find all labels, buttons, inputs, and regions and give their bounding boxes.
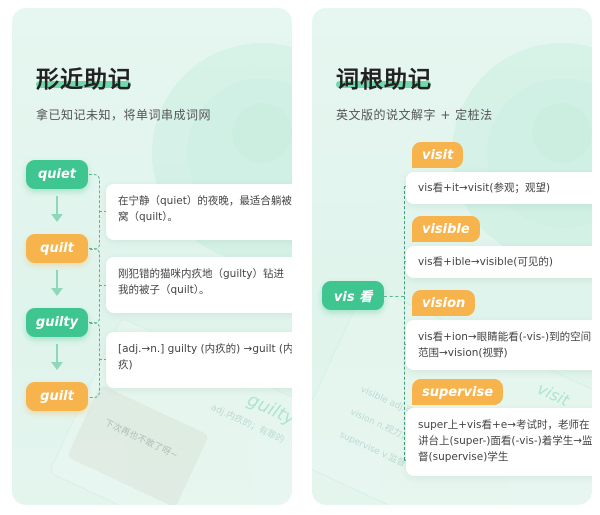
root-pill-vis[interactable]: vis 看 bbox=[322, 281, 384, 310]
connector-tick bbox=[99, 285, 107, 286]
panel-root-mnemonic: visit visible adj.可见的 vision n.视力，视野 sup… bbox=[312, 8, 592, 505]
branch-tag-vision[interactable]: vision bbox=[412, 290, 476, 316]
title-underline bbox=[336, 81, 431, 88]
connector-tick bbox=[384, 296, 404, 297]
page-title: 词根助记 bbox=[336, 67, 432, 93]
connector-bracket bbox=[89, 174, 100, 250]
branch-tag-visit[interactable]: visit bbox=[412, 142, 464, 168]
connector-bracket bbox=[89, 248, 100, 324]
decorative-ring bbox=[532, 103, 592, 163]
branch-tag-visible[interactable]: visible bbox=[412, 216, 480, 242]
branch-text: super上+vis看+e→考试时，老师在讲台上(super-)面看(-vis-… bbox=[418, 419, 592, 463]
branch-card-supervise: super上+vis看+e→考试时，老师在讲台上(super-)面看(-vis-… bbox=[406, 408, 592, 476]
title-underline bbox=[36, 81, 131, 88]
branch-card-vision: vis看+ion→眼睛能看(-vis-)到的空间范围→vision(视野) bbox=[406, 320, 592, 370]
branch-text: vis看+ion→眼睛能看(-vis-)到的空间范围→vision(视野) bbox=[418, 331, 592, 359]
mnemonic-note-card: 刚犯错的猫咪内疚地（guilty）钻进我的被子（quilt）。 bbox=[106, 257, 292, 313]
word-pill-quilt[interactable]: quilt bbox=[26, 234, 88, 263]
branch-card-visit: vis看+it→visit(参观；观望) bbox=[406, 172, 592, 204]
branch-tag-supervise[interactable]: supervise bbox=[412, 379, 504, 405]
arrow-down-icon bbox=[51, 196, 63, 222]
word-pill-quiet[interactable]: quiet bbox=[26, 160, 88, 189]
connector-trunk bbox=[404, 186, 405, 460]
note-text: 在宁静（quiet）的夜晚，最适合躺被窝（quilt）。 bbox=[118, 195, 292, 223]
page-title: 形近助记 bbox=[36, 67, 132, 93]
mnemonic-note-card: [adj.→n.] guilty (内疚的) →guilt (内疚) bbox=[106, 332, 292, 388]
connector-bracket bbox=[89, 322, 100, 398]
page-subtitle: 英文版的说文解字 + 定桩法 bbox=[336, 108, 493, 122]
connector-tick bbox=[99, 359, 107, 360]
note-text: [adj.→n.] guilty (内疚的) →guilt (内疚) bbox=[118, 343, 292, 371]
branch-text: vis看+it→visit(参观；观望) bbox=[418, 182, 551, 194]
panel-shape-mnemonic: guilty adj.内疚的；有罪的 quilt 下次再也不敢了呀~ 形近助记 … bbox=[12, 8, 292, 505]
branch-card-visible: vis看+ible→visible(可见的) bbox=[406, 246, 592, 278]
arrow-down-icon bbox=[51, 270, 63, 296]
note-text: 刚犯错的猫咪内疚地（guilty）钻进我的被子（quilt）。 bbox=[118, 268, 284, 296]
decorative-ring bbox=[232, 103, 292, 163]
word-pill-guilt[interactable]: guilt bbox=[26, 382, 88, 411]
connector-tick bbox=[99, 211, 107, 212]
mnemonic-note-card: 在宁静（quiet）的夜晚，最适合躺被窝（quilt）。 bbox=[106, 184, 292, 240]
arrow-down-icon bbox=[51, 344, 63, 370]
page-subtitle: 拿已知记未知，将单词串成词网 bbox=[36, 108, 212, 122]
branch-text: vis看+ible→visible(可见的) bbox=[418, 256, 553, 268]
word-pill-guilty[interactable]: guilty bbox=[26, 308, 88, 337]
